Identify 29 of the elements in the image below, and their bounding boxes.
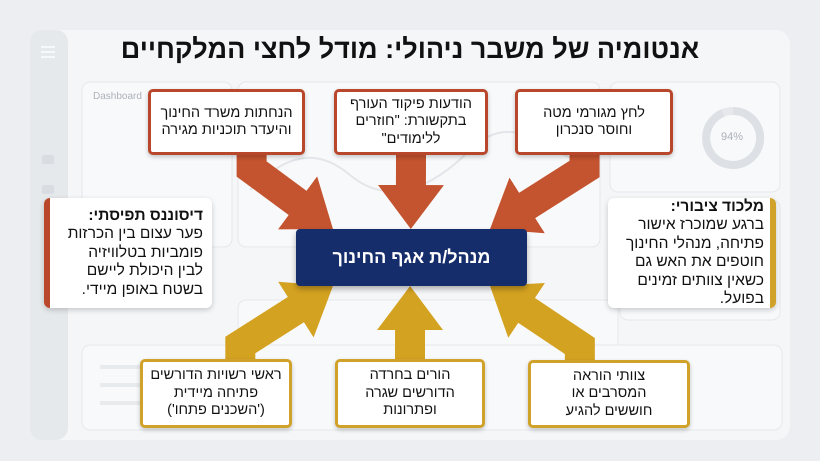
- pressure-card: [148, 89, 305, 155]
- title: אנטומיה של משבר ניהולי: מודל לחצי המלקחיים: [120, 33, 700, 66]
- callout-heading: מלכוד ציבורי:: [670, 198, 764, 216]
- arrow: [378, 154, 444, 229]
- pressure-text: לחץ מגורמי מטה וחוסר סנכרון: [542, 104, 646, 140]
- faded-percentage: 94%: [721, 131, 744, 143]
- pressure-text: הנחתות משרד החינוך והיעדר תוכניות מגירה: [159, 104, 294, 140]
- arrow: [236, 154, 333, 230]
- arrow: [225, 282, 333, 360]
- arrow: [490, 283, 595, 361]
- demand-text: צוותי הוראה המסרבים או חוששים להגיע: [564, 368, 654, 420]
- pressure-text: הודעות פיקוד העורף בתקשורת: "חוזרים ללימודים": [349, 96, 473, 148]
- demand-text: ראשי רשויות הדורשים פתיחה מיידית ('השכנים פתחו'): [149, 367, 283, 420]
- arrow: [490, 154, 600, 234]
- pressure-card: [334, 89, 488, 155]
- pressure-card: [515, 89, 673, 155]
- demand-card: [335, 359, 485, 428]
- callout-card: [44, 198, 212, 308]
- demand-card: [140, 359, 292, 428]
- role-box: [296, 229, 527, 286]
- callout-text: ברגע שמוכרז אישור פתיחה, מנהלי החינוך חוטפים את האש גם כשאין צוותים זמינים בפועל.: [625, 216, 764, 308]
- demand-card: [528, 360, 690, 428]
- faded-heading: Dashboard: [93, 91, 142, 102]
- callout-card: [608, 198, 776, 308]
- callout-heading: דיסוננס תפיסתי:: [88, 206, 203, 226]
- role-title: מנהל/ת אגף החינוך: [332, 247, 491, 268]
- callout-text: פער עצום בין הכרזות פומביות בטלוויזיה לבין היכולת ליישם בשטח באופן מיידי.: [66, 225, 203, 300]
- demand-text: הורים בחרדה הדורשים שגרה ופתרונות: [364, 367, 456, 420]
- arrow: [377, 286, 444, 359]
